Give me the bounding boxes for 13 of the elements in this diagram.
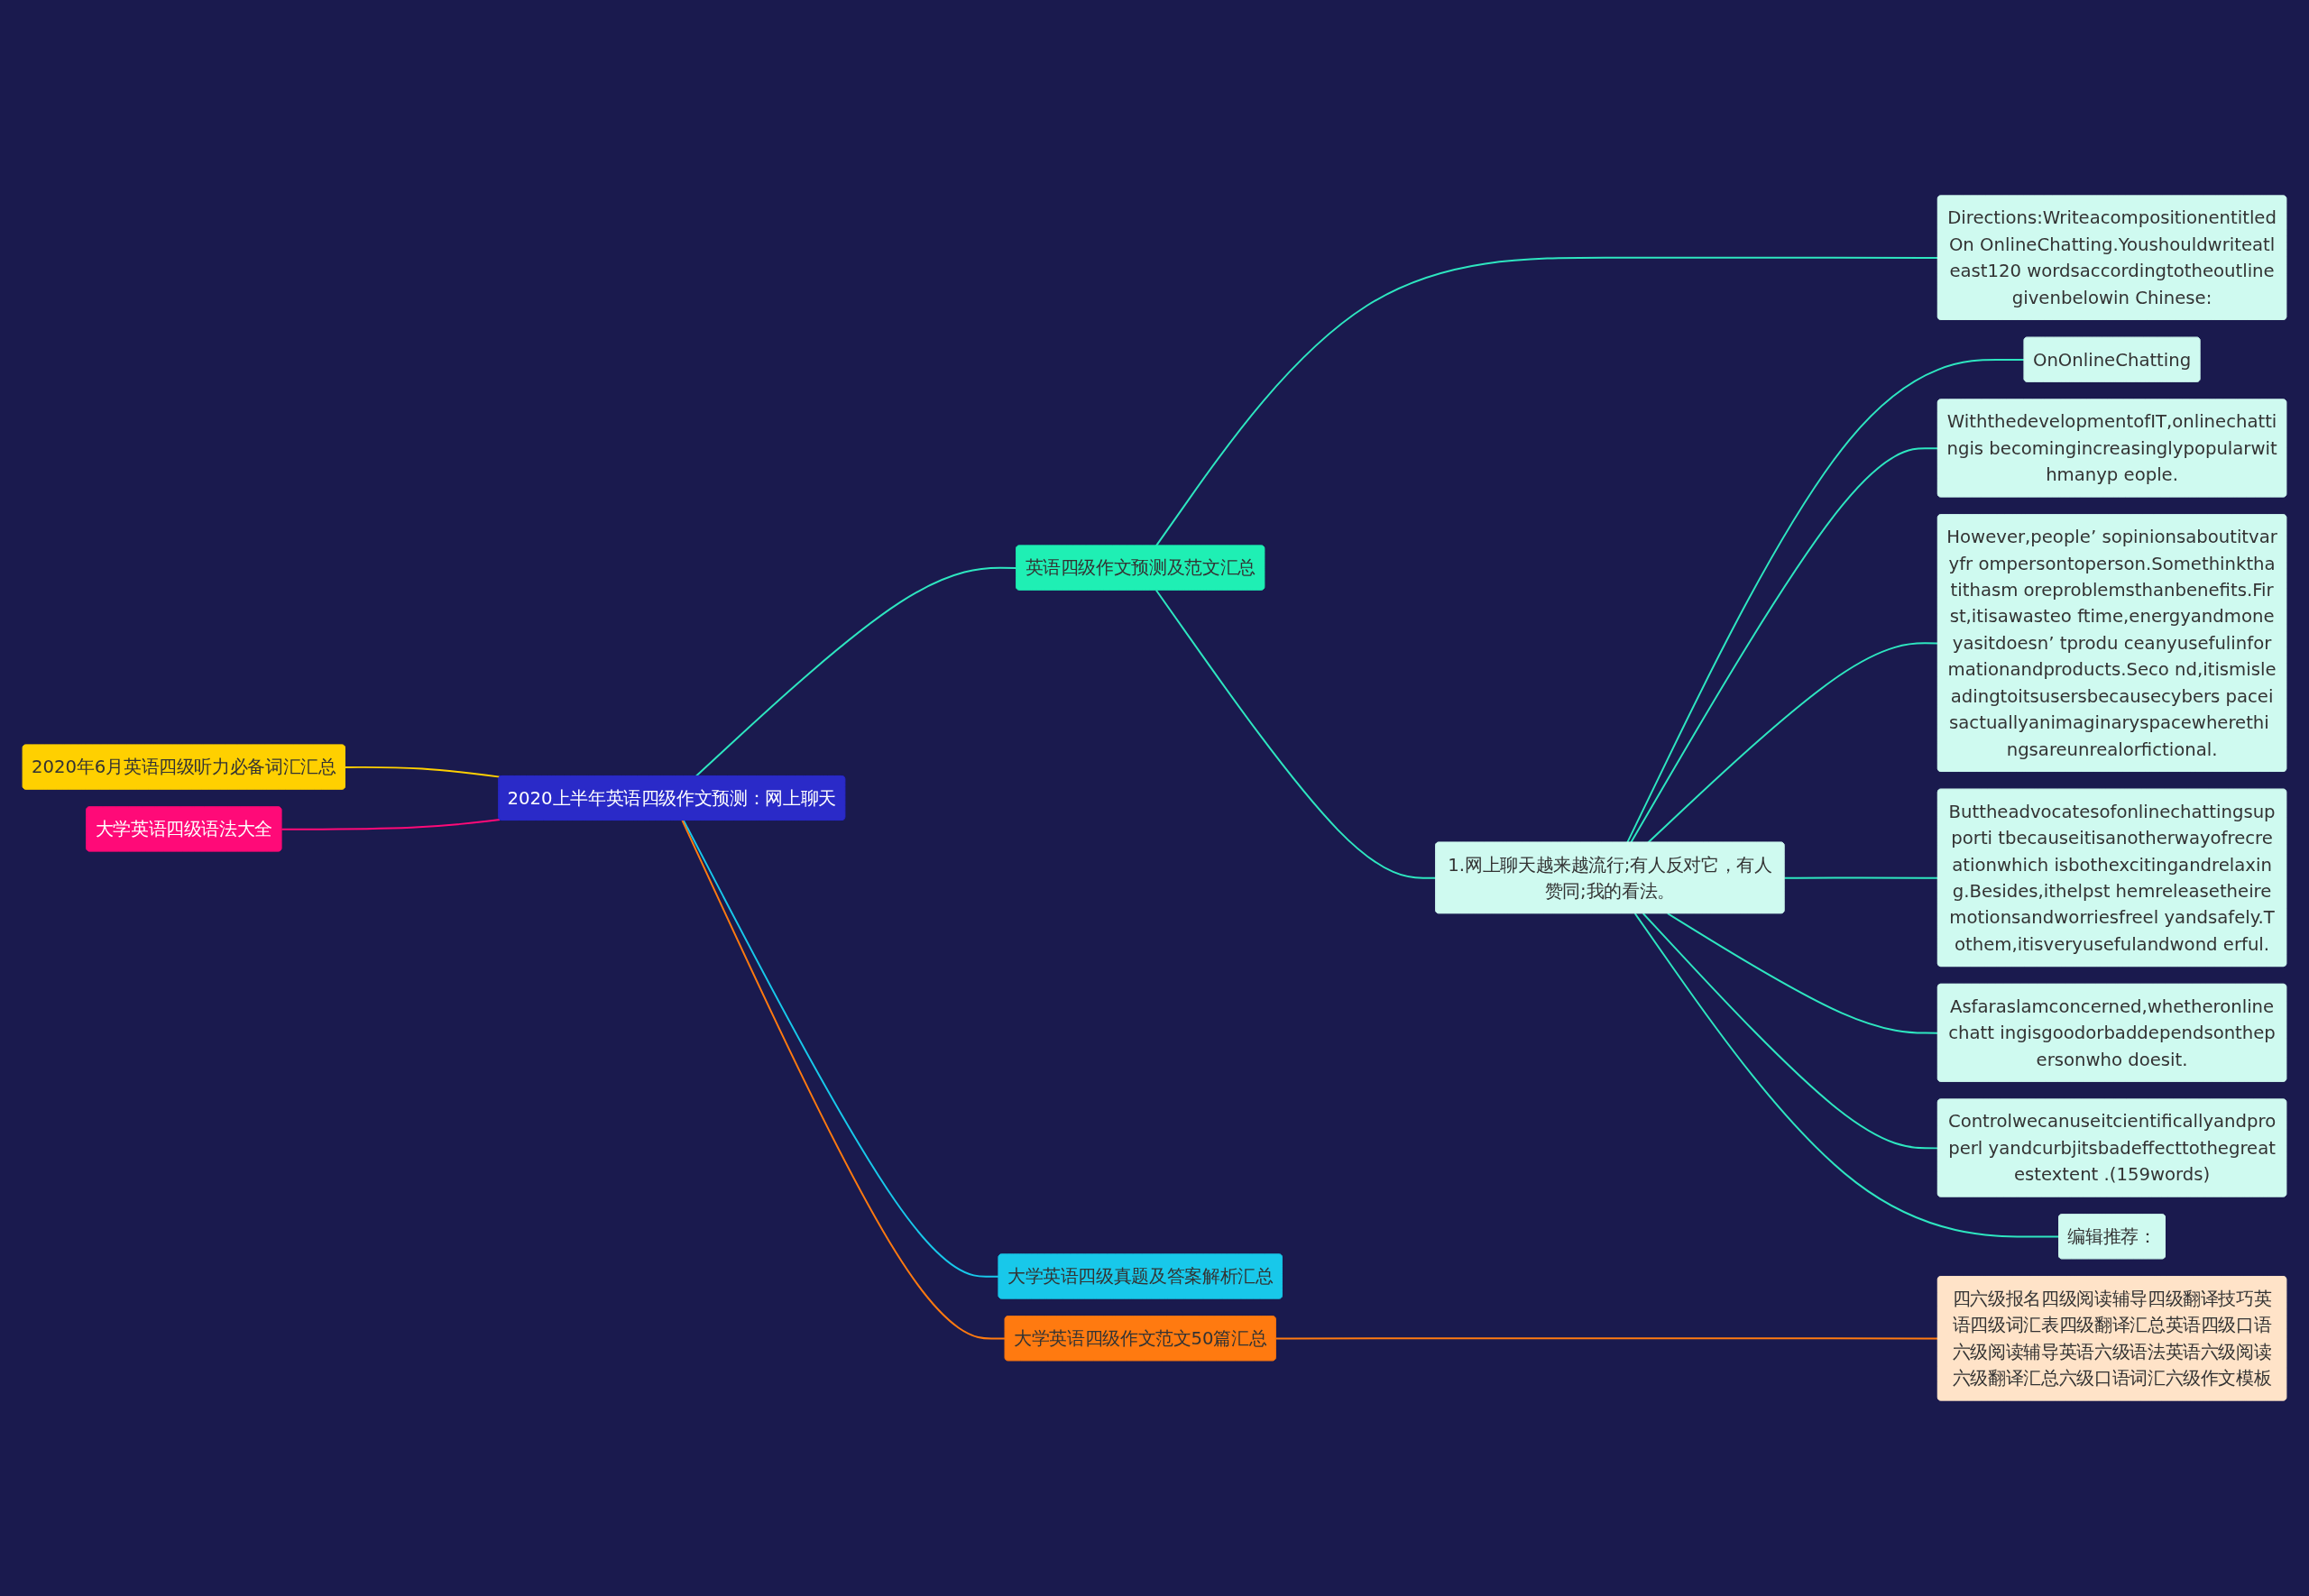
connector: [1647, 642, 1939, 844]
connector: [1630, 447, 1939, 844]
connector: [1642, 913, 1939, 1150]
connector: [1666, 913, 1939, 1034]
connector: [1154, 589, 1437, 879]
connector: [1783, 876, 1939, 879]
connector: [695, 566, 1017, 777]
connector: [1626, 359, 2026, 844]
connector: [344, 766, 501, 778]
connector: [1154, 256, 1939, 547]
connector: [281, 819, 501, 830]
connector: [1274, 1337, 1939, 1340]
connector: [1633, 913, 2060, 1238]
